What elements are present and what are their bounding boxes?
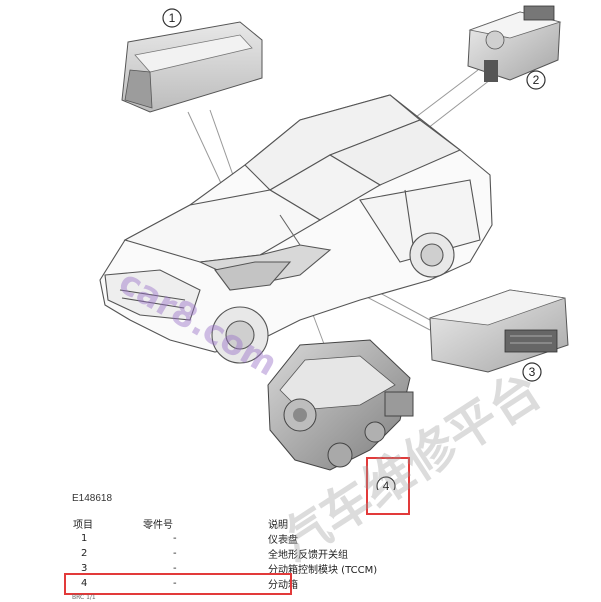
transfer-case-illustration [267, 339, 414, 471]
instrument-panel-illustration [121, 21, 263, 113]
terrain-switch-pack-illustration [467, 5, 562, 82]
table-row: 2 - 全地形反馈开关组 [81, 548, 348, 561]
table-row: 3 - 分动箱控制模块 (TCCM) [81, 563, 378, 576]
header-description: 说明 [268, 520, 288, 531]
callout-3: 3 [522, 362, 542, 382]
svg-text:1: 1 [169, 11, 176, 25]
svg-text:3: 3 [529, 365, 536, 379]
vehicle-illustration [99, 94, 493, 364]
svg-text:4: 4 [383, 479, 390, 490]
footer-small-text: BRC 1/1 [72, 594, 96, 601]
header-item: 项目 [73, 520, 93, 531]
header-part-number: 零件号 [143, 520, 173, 531]
table-row: 4 - 分动箱 [81, 578, 298, 591]
parts-table-header: 项目 零件号 说明 [55, 516, 528, 531]
svg-text:2: 2 [533, 73, 540, 87]
row-4-highlight-box [64, 573, 292, 595]
callout-4: 4 [376, 476, 396, 490]
callout-1: 1 [162, 8, 182, 28]
callout-4-highlight-box [366, 457, 410, 515]
parts-table: 项目 零件号 说明 1 - 仪表盘 2 - 全地形反馈开关组 3 - 分动箱控制… [55, 516, 528, 591]
figure-reference: E148618 [72, 493, 113, 504]
tccm-module-illustration [429, 289, 569, 373]
table-row: 1 - 仪表盘 [81, 533, 298, 546]
system-diagram: 1 2 3 4 [99, 5, 569, 490]
callout-2: 2 [526, 70, 546, 90]
